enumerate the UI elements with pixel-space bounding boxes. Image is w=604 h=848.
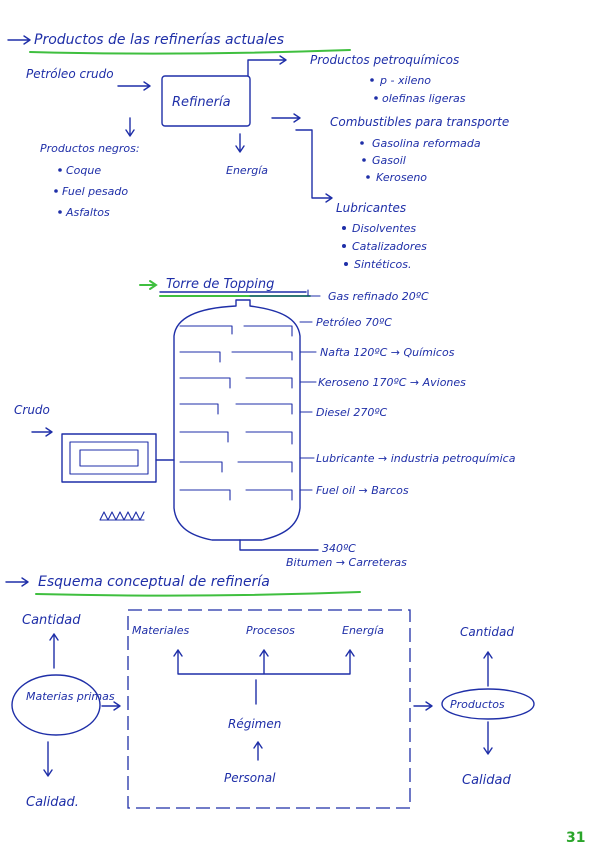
raw-to-box-arrow-icon (101, 701, 121, 711)
black-item: Asfaltos (65, 206, 110, 219)
bullet-icon (54, 189, 58, 193)
fuels-item: Gasolina reformada (372, 137, 481, 150)
bullet-icon (360, 141, 364, 145)
section2-title: Torre de Topping (166, 277, 274, 292)
fuels-title: Combustibles para transporte (330, 115, 509, 129)
right-quantity: Cantidad (460, 625, 514, 639)
box-to-products-arrow-icon (413, 701, 433, 711)
tower-trays (179, 325, 293, 501)
tower-shell (173, 299, 301, 541)
up-arrow-icon (49, 633, 59, 669)
input-arrow-icon (117, 81, 151, 91)
section3-title: Esquema conceptual de refinería (38, 574, 270, 590)
section-refinery-products: Productos de las refinerías actuales Pet… (7, 32, 509, 271)
staff-arrow-icon (253, 741, 263, 761)
title-arrow-icon (5, 577, 29, 587)
section1-title: Productos de las refinerías actuales (34, 32, 284, 48)
lubes-item: Catalizadores (352, 240, 427, 253)
products-label: Productos (450, 698, 505, 711)
raw-materials-ellipse (11, 674, 101, 736)
fuels-arrow-icon (271, 113, 301, 123)
cut-label: Lubricante → industria petroquímica (316, 452, 516, 465)
tray (179, 377, 293, 389)
products-ellipse (441, 688, 535, 720)
input-label: Petróleo crudo (26, 67, 114, 81)
section-conceptual-scheme: Esquema conceptual de refinería Cantidad… (5, 574, 535, 810)
box-item: Procesos (246, 624, 295, 637)
right-quality: Calidad (462, 773, 511, 788)
down-arrow-icon (483, 721, 493, 755)
left-quantity: Cantidad (22, 613, 81, 628)
black-item: Fuel pesado (62, 185, 128, 198)
tray (179, 403, 293, 415)
bullet-icon (374, 96, 378, 100)
refinery-dashed-box (127, 609, 411, 809)
cut-label: Gas refinado 20ºC (328, 290, 429, 303)
black-arrow-icon (125, 117, 135, 137)
up-arrow-icon (483, 651, 493, 687)
raw-materials-label: Materias primas (26, 690, 115, 703)
lubes-item: Sintéticos. (354, 258, 411, 271)
petrochem-arrow-icon (247, 55, 287, 77)
box-item: Energía (342, 624, 384, 637)
bullet-icon (344, 262, 348, 266)
distribution-arrows-icon (173, 649, 355, 675)
page-number: 31 (566, 830, 585, 846)
tray (179, 489, 293, 501)
bullet-icon (366, 175, 370, 179)
bullet-icon (370, 78, 374, 82)
cut-line (249, 289, 321, 297)
cut-label: Diesel 270ºC (316, 406, 388, 419)
energy-arrow-icon (235, 133, 245, 153)
petrochem-item: p - xileno (379, 74, 431, 87)
fuels-item: Gasoil (372, 154, 406, 167)
bottom-temp: 340ºC (322, 542, 356, 555)
tray (179, 325, 293, 337)
down-arrow-icon (43, 741, 53, 777)
tray (179, 431, 293, 445)
black-title: Productos negros: (40, 142, 140, 155)
bottom-product: Bitumen → Carreteras (286, 556, 407, 569)
title-arrow-icon (139, 280, 158, 290)
refinery-label: Refinería (172, 95, 231, 110)
energy-label: Energía (226, 164, 268, 177)
bottom-outlet (239, 539, 319, 551)
cut-label: Keroseno 170ºC → Aviones (318, 376, 466, 389)
tray (179, 351, 293, 363)
feed-label: Crudo (14, 403, 50, 417)
feed-arrow-icon (31, 427, 53, 437)
bullet-icon (342, 226, 346, 230)
box-item: Materiales (132, 624, 189, 637)
title-arrow-icon (7, 35, 31, 45)
cut-label: Nafta 120ºC → Químicos (320, 346, 455, 359)
lubes-item: Disolventes (352, 222, 416, 235)
refinery-box (161, 75, 251, 127)
cut-label: Fuel oil → Barcos (316, 484, 409, 497)
flame-icon (99, 511, 145, 521)
tray (179, 461, 293, 473)
furnace-coil (69, 441, 149, 475)
section-topping-tower: Torre de Topping Crudo Gas refinado 20ºC… (14, 277, 516, 569)
staff-label: Personal (224, 771, 276, 785)
bullet-icon (58, 168, 62, 172)
left-quality: Calidad. (26, 795, 79, 810)
control-label: Régimen (228, 717, 281, 731)
bullet-icon (362, 158, 366, 162)
fuels-item: Keroseno (376, 171, 427, 184)
title-underline (29, 49, 351, 55)
furnace-box (61, 433, 157, 483)
lubes-arrow-icon (295, 129, 333, 203)
cut-label: Petróleo 70ºC (316, 316, 392, 329)
petrochem-title: Productos petroquímicos (310, 53, 459, 67)
black-item: Coque (66, 164, 101, 177)
bullet-icon (342, 244, 346, 248)
petrochem-item: olefinas ligeras (382, 92, 466, 105)
bullet-icon (58, 210, 62, 214)
lubes-title: Lubricantes (336, 201, 406, 215)
title-underline (35, 591, 361, 597)
